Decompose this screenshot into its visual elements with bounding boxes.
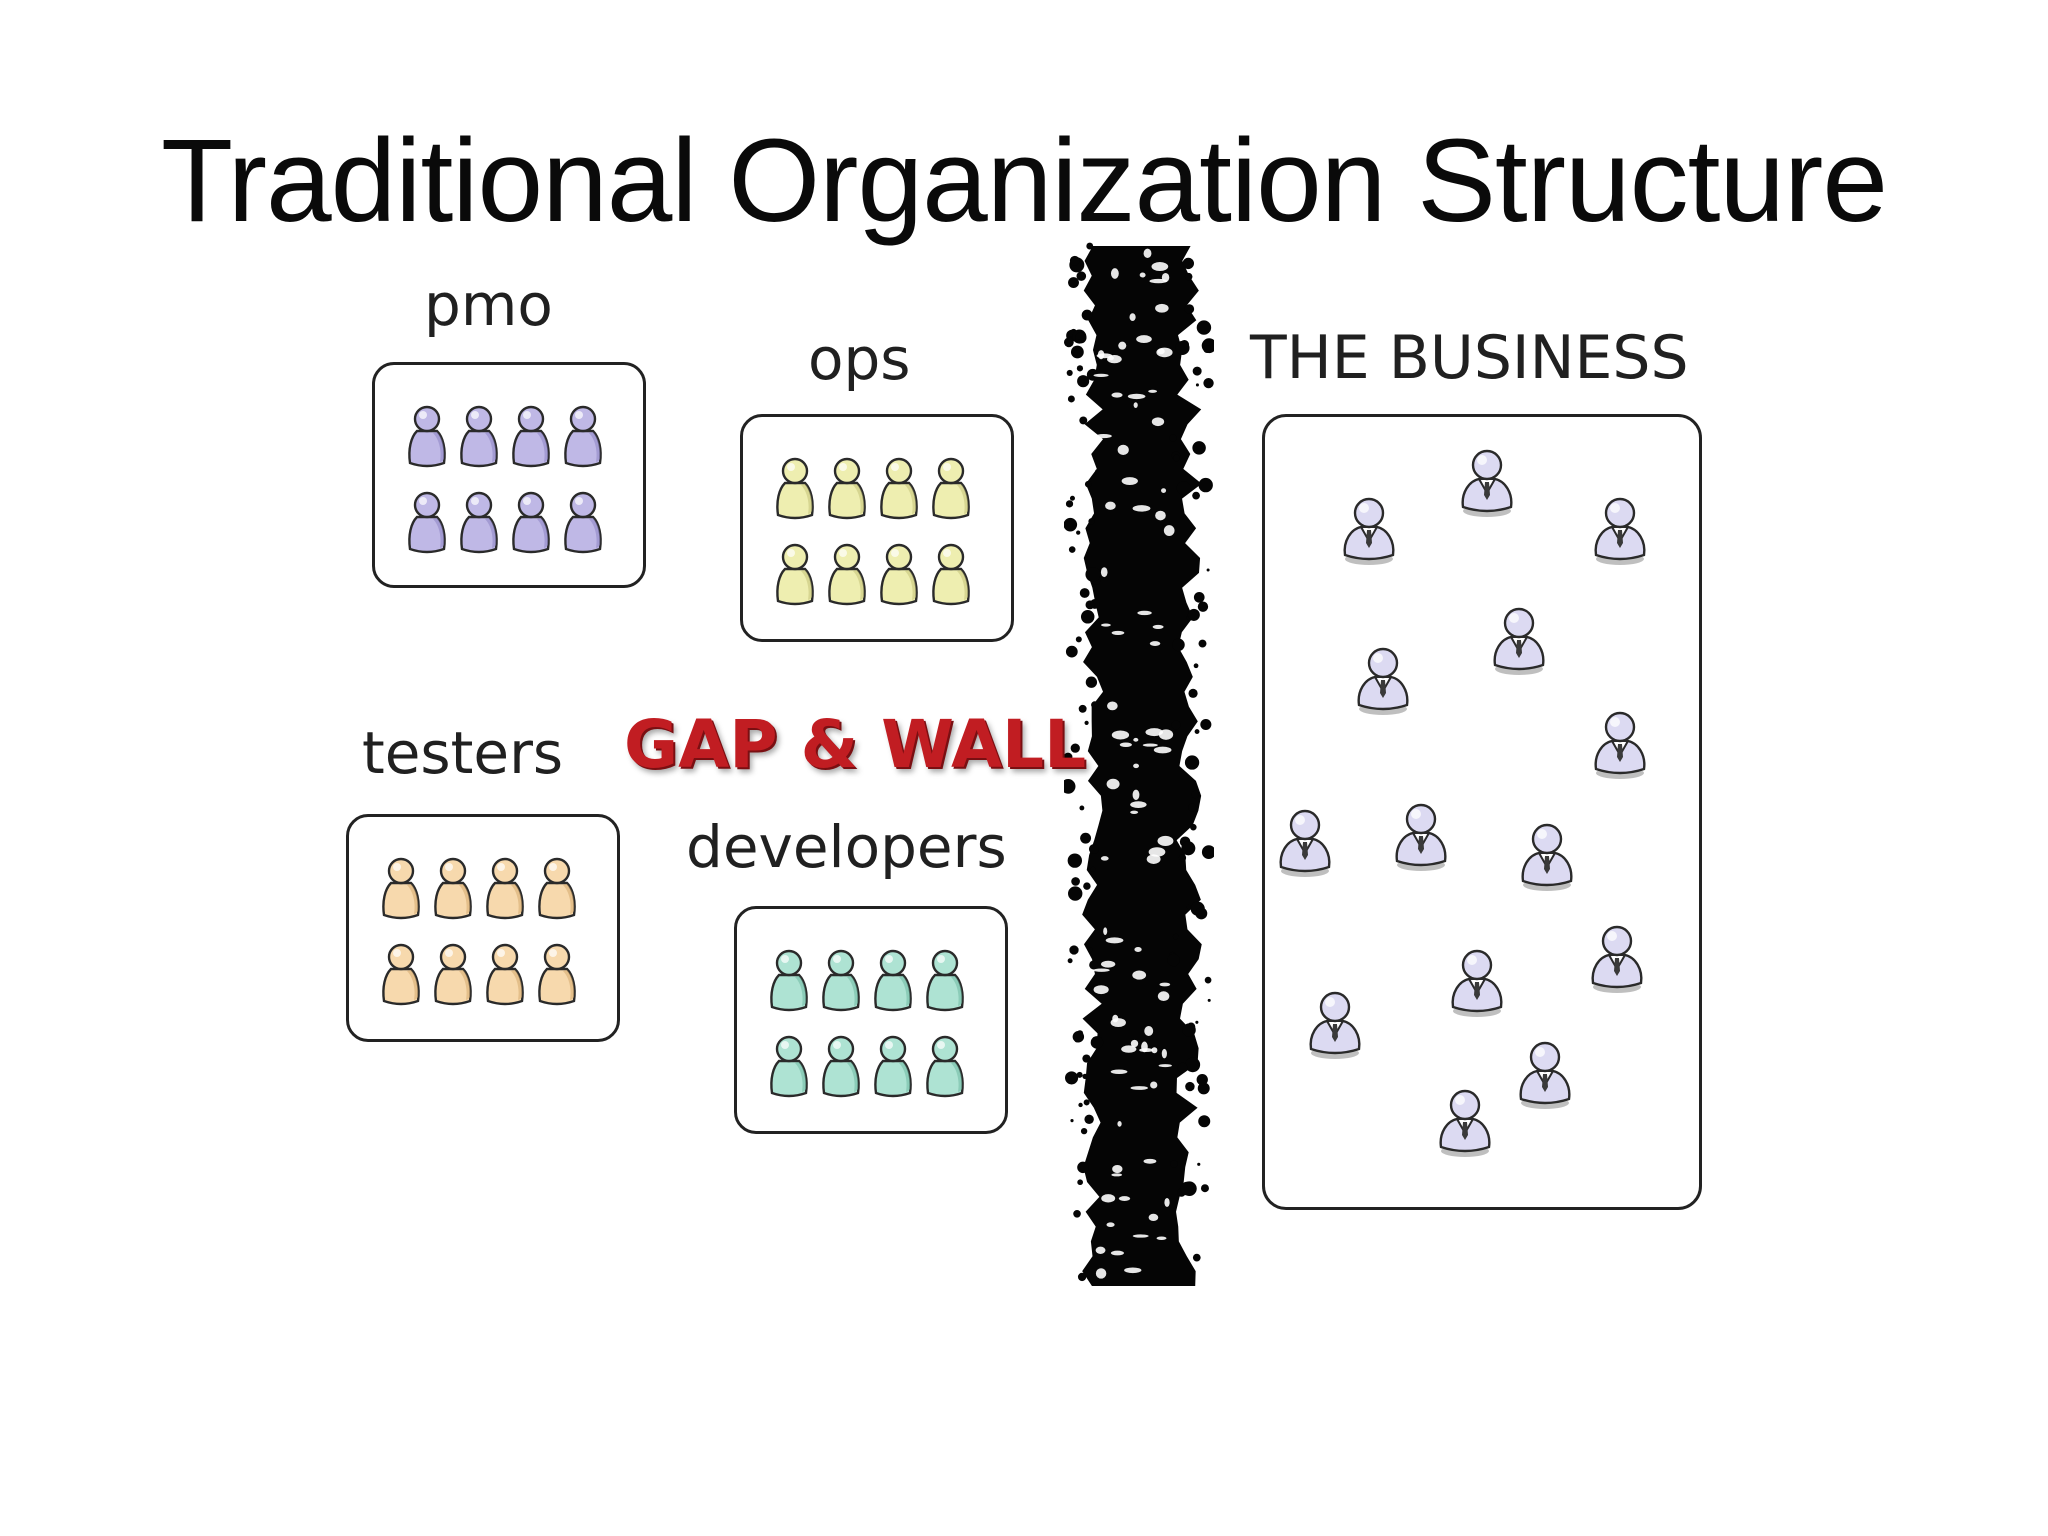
person-icon (829, 459, 864, 518)
businessperson-icon (1345, 499, 1394, 565)
team-members-testers (349, 817, 617, 1039)
person-icon (823, 951, 858, 1010)
person-icon (409, 493, 444, 552)
business-box (1262, 414, 1702, 1210)
person-icon (383, 945, 418, 1004)
team-label-testers: testers (362, 724, 563, 782)
person-icon (539, 859, 574, 918)
person-icon (777, 545, 812, 604)
businessperson-icon (1453, 951, 1502, 1017)
businessperson-icon (1311, 993, 1360, 1059)
person-icon (933, 459, 968, 518)
businessperson-icon (1359, 649, 1408, 715)
team-box-testers (346, 814, 620, 1042)
businessperson-icon (1523, 825, 1572, 891)
person-icon (435, 945, 470, 1004)
team-box-ops (740, 414, 1014, 642)
person-icon (565, 407, 600, 466)
person-icon (875, 1037, 910, 1096)
team-label-pmo: pmo (424, 276, 553, 334)
person-icon (927, 951, 962, 1010)
businessperson-icon (1596, 713, 1645, 779)
person-icon (829, 545, 864, 604)
business-label: THE BUSINESS (1250, 328, 1689, 388)
person-icon (771, 1037, 806, 1096)
person-icon (881, 459, 916, 518)
businessperson-icon (1463, 451, 1512, 517)
person-icon (933, 545, 968, 604)
businessperson-icon (1441, 1091, 1490, 1157)
team-members-ops (743, 417, 1011, 639)
team-box-pmo (372, 362, 646, 588)
person-icon (409, 407, 444, 466)
gap-wall-label: GAP & WALL (624, 712, 1086, 778)
person-icon (539, 945, 574, 1004)
person-icon (875, 951, 910, 1010)
person-icon (771, 951, 806, 1010)
team-label-ops: ops (808, 330, 911, 388)
team-members-pmo (375, 365, 643, 585)
business-members (1265, 417, 1699, 1207)
team-members-developers (737, 909, 1005, 1131)
wall-icon (1064, 236, 1214, 1296)
person-icon (881, 545, 916, 604)
person-icon (435, 859, 470, 918)
person-icon (823, 1037, 858, 1096)
person-icon (565, 493, 600, 552)
businessperson-icon (1521, 1043, 1570, 1109)
person-icon (927, 1037, 962, 1096)
person-icon (513, 493, 548, 552)
businessperson-icon (1281, 811, 1330, 877)
person-icon (487, 945, 522, 1004)
team-box-developers (734, 906, 1008, 1134)
team-label-developers: developers (686, 818, 1007, 876)
person-icon (461, 493, 496, 552)
businessperson-icon (1593, 927, 1642, 993)
businessperson-icon (1397, 805, 1446, 871)
businessperson-icon (1596, 499, 1645, 565)
slide-title: Traditional Organization Structure (0, 122, 2048, 240)
person-icon (777, 459, 812, 518)
person-icon (513, 407, 548, 466)
person-icon (383, 859, 418, 918)
person-icon (461, 407, 496, 466)
person-icon (487, 859, 522, 918)
businessperson-icon (1495, 609, 1544, 675)
